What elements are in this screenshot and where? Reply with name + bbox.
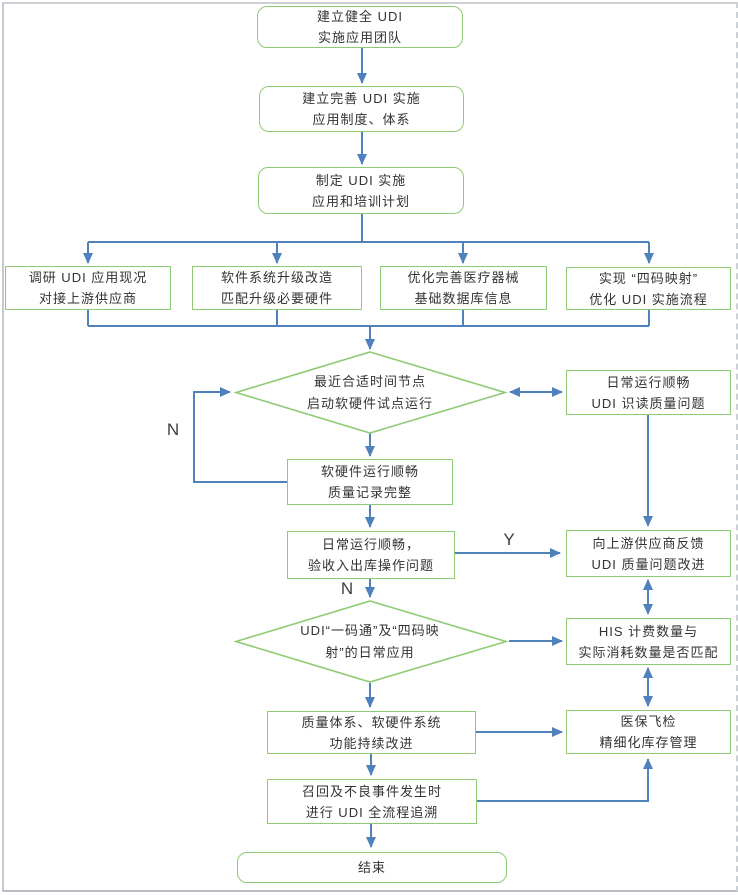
connectors bbox=[83, 48, 654, 848]
node-continuous-improve: 质量体系、软硬件系统 功能持续改进 bbox=[267, 711, 476, 754]
node-supplier-feedback: 向上游供应商反馈 UDI 质量问题改进 bbox=[566, 530, 731, 577]
node-make-plan: 制定 UDI 实施 应用和培训计划 bbox=[258, 167, 464, 214]
node-line: 日常运行顺畅， bbox=[321, 537, 420, 552]
node-line: 软硬件运行顺畅 bbox=[320, 464, 419, 479]
node-line: 射”的日常应用 bbox=[325, 645, 415, 660]
node-line: 质量记录完整 bbox=[327, 485, 412, 500]
node-recall-tracing: 召回及不良事件发生时 进行 UDI 全流程追溯 bbox=[267, 779, 477, 824]
node-daily-acceptance: 日常运行顺畅， 验收入出库操作问题 bbox=[287, 531, 455, 579]
branch-label-acceptance-yes: Y bbox=[503, 530, 515, 549]
node-line: 结束 bbox=[357, 860, 386, 875]
node-software-upgrade: 软件系统升级改造 匹配升级必要硬件 bbox=[192, 266, 362, 310]
branch-label-acceptance-no: N bbox=[340, 579, 354, 598]
node-line: 建立健全 UDI bbox=[316, 9, 403, 24]
node-line: 召回及不良事件发生时 bbox=[301, 783, 442, 799]
diamond-pilot-run bbox=[233, 351, 508, 434]
decision-daily-use-text: UDI“一码通”及“四码映 射”的日常应用 bbox=[245, 619, 495, 665]
decision-shapes bbox=[233, 351, 509, 683]
node-line: UDI“一码通”及“四码映 bbox=[300, 623, 440, 638]
node-line: 优化完善医疗器械 bbox=[407, 270, 520, 285]
node-line: 建立完善 UDI 实施 bbox=[302, 91, 421, 106]
node-line: 质量体系、软硬件系统 bbox=[301, 714, 442, 730]
node-line: 软件系统升级改造 bbox=[220, 270, 333, 285]
node-optimize-database: 优化完善医疗器械 基础数据库信息 bbox=[380, 266, 547, 310]
node-line: 应用制度、体系 bbox=[312, 112, 411, 127]
node-line: 实现 “四码映射” bbox=[598, 270, 699, 286]
node-line: UDI 识读质量问题 bbox=[591, 395, 706, 411]
node-line: 启动软硬件试点运行 bbox=[306, 396, 433, 411]
node-line: 进行 UDI 全流程追溯 bbox=[305, 804, 439, 820]
node-line: 对接上游供应商 bbox=[38, 291, 137, 306]
node-establish-team: 建立健全 UDI 实施应用团队 bbox=[257, 6, 463, 48]
branch-label-pilot-no: N bbox=[166, 420, 180, 439]
diamond-daily-use bbox=[233, 600, 509, 683]
node-line: 应用和培训计划 bbox=[311, 193, 410, 209]
node-research-status: 调研 UDI 应用现况 对接上游供应商 bbox=[5, 266, 171, 310]
node-line: 基础数据库信息 bbox=[414, 291, 513, 306]
node-line: 实际消耗数量是否匹配 bbox=[578, 644, 719, 660]
node-line: HIS 计费数量与 bbox=[598, 623, 699, 639]
node-daily-read-quality: 日常运行顺畅 UDI 识读质量问题 bbox=[566, 370, 731, 415]
arrow-recall-to-insurance bbox=[477, 758, 653, 802]
decision-pilot-run-text: 最近合适时间节点 启动软硬件试点运行 bbox=[260, 371, 480, 415]
node-end: 结束 bbox=[237, 852, 507, 883]
node-line: 制定 UDI 实施 bbox=[315, 172, 407, 188]
node-line: UDI 质量问题改进 bbox=[591, 556, 706, 572]
node-establish-system: 建立完善 UDI 实施 应用制度、体系 bbox=[259, 86, 464, 132]
node-line: 精细化库存管理 bbox=[599, 735, 698, 750]
node-line: 实施应用团队 bbox=[317, 30, 402, 45]
node-insurance-inventory: 医保飞检 精细化库存管理 bbox=[566, 710, 731, 754]
node-line: 匹配升级必要硬件 bbox=[220, 291, 333, 306]
node-line: 向上游供应商反馈 bbox=[592, 535, 705, 551]
node-line: 功能持续改进 bbox=[329, 735, 414, 751]
node-his-quantity-match: HIS 计费数量与 实际消耗数量是否匹配 bbox=[566, 618, 731, 665]
node-line: 最近合适时间节点 bbox=[313, 374, 426, 389]
node-line: 医保飞检 bbox=[620, 714, 677, 729]
node-line: 日常运行顺畅 bbox=[606, 374, 691, 390]
node-four-code-mapping: 实现 “四码映射” 优化 UDI 实施流程 bbox=[566, 267, 731, 310]
node-line: 优化 UDI 实施流程 bbox=[589, 291, 708, 307]
node-line: 验收入出库操作问题 bbox=[307, 558, 434, 573]
arrow-loop-n-to-pilot bbox=[193, 387, 287, 483]
node-smooth-records: 软硬件运行顺畅 质量记录完整 bbox=[287, 459, 453, 505]
node-line: 调研 UDI 应用现况 bbox=[28, 270, 148, 285]
